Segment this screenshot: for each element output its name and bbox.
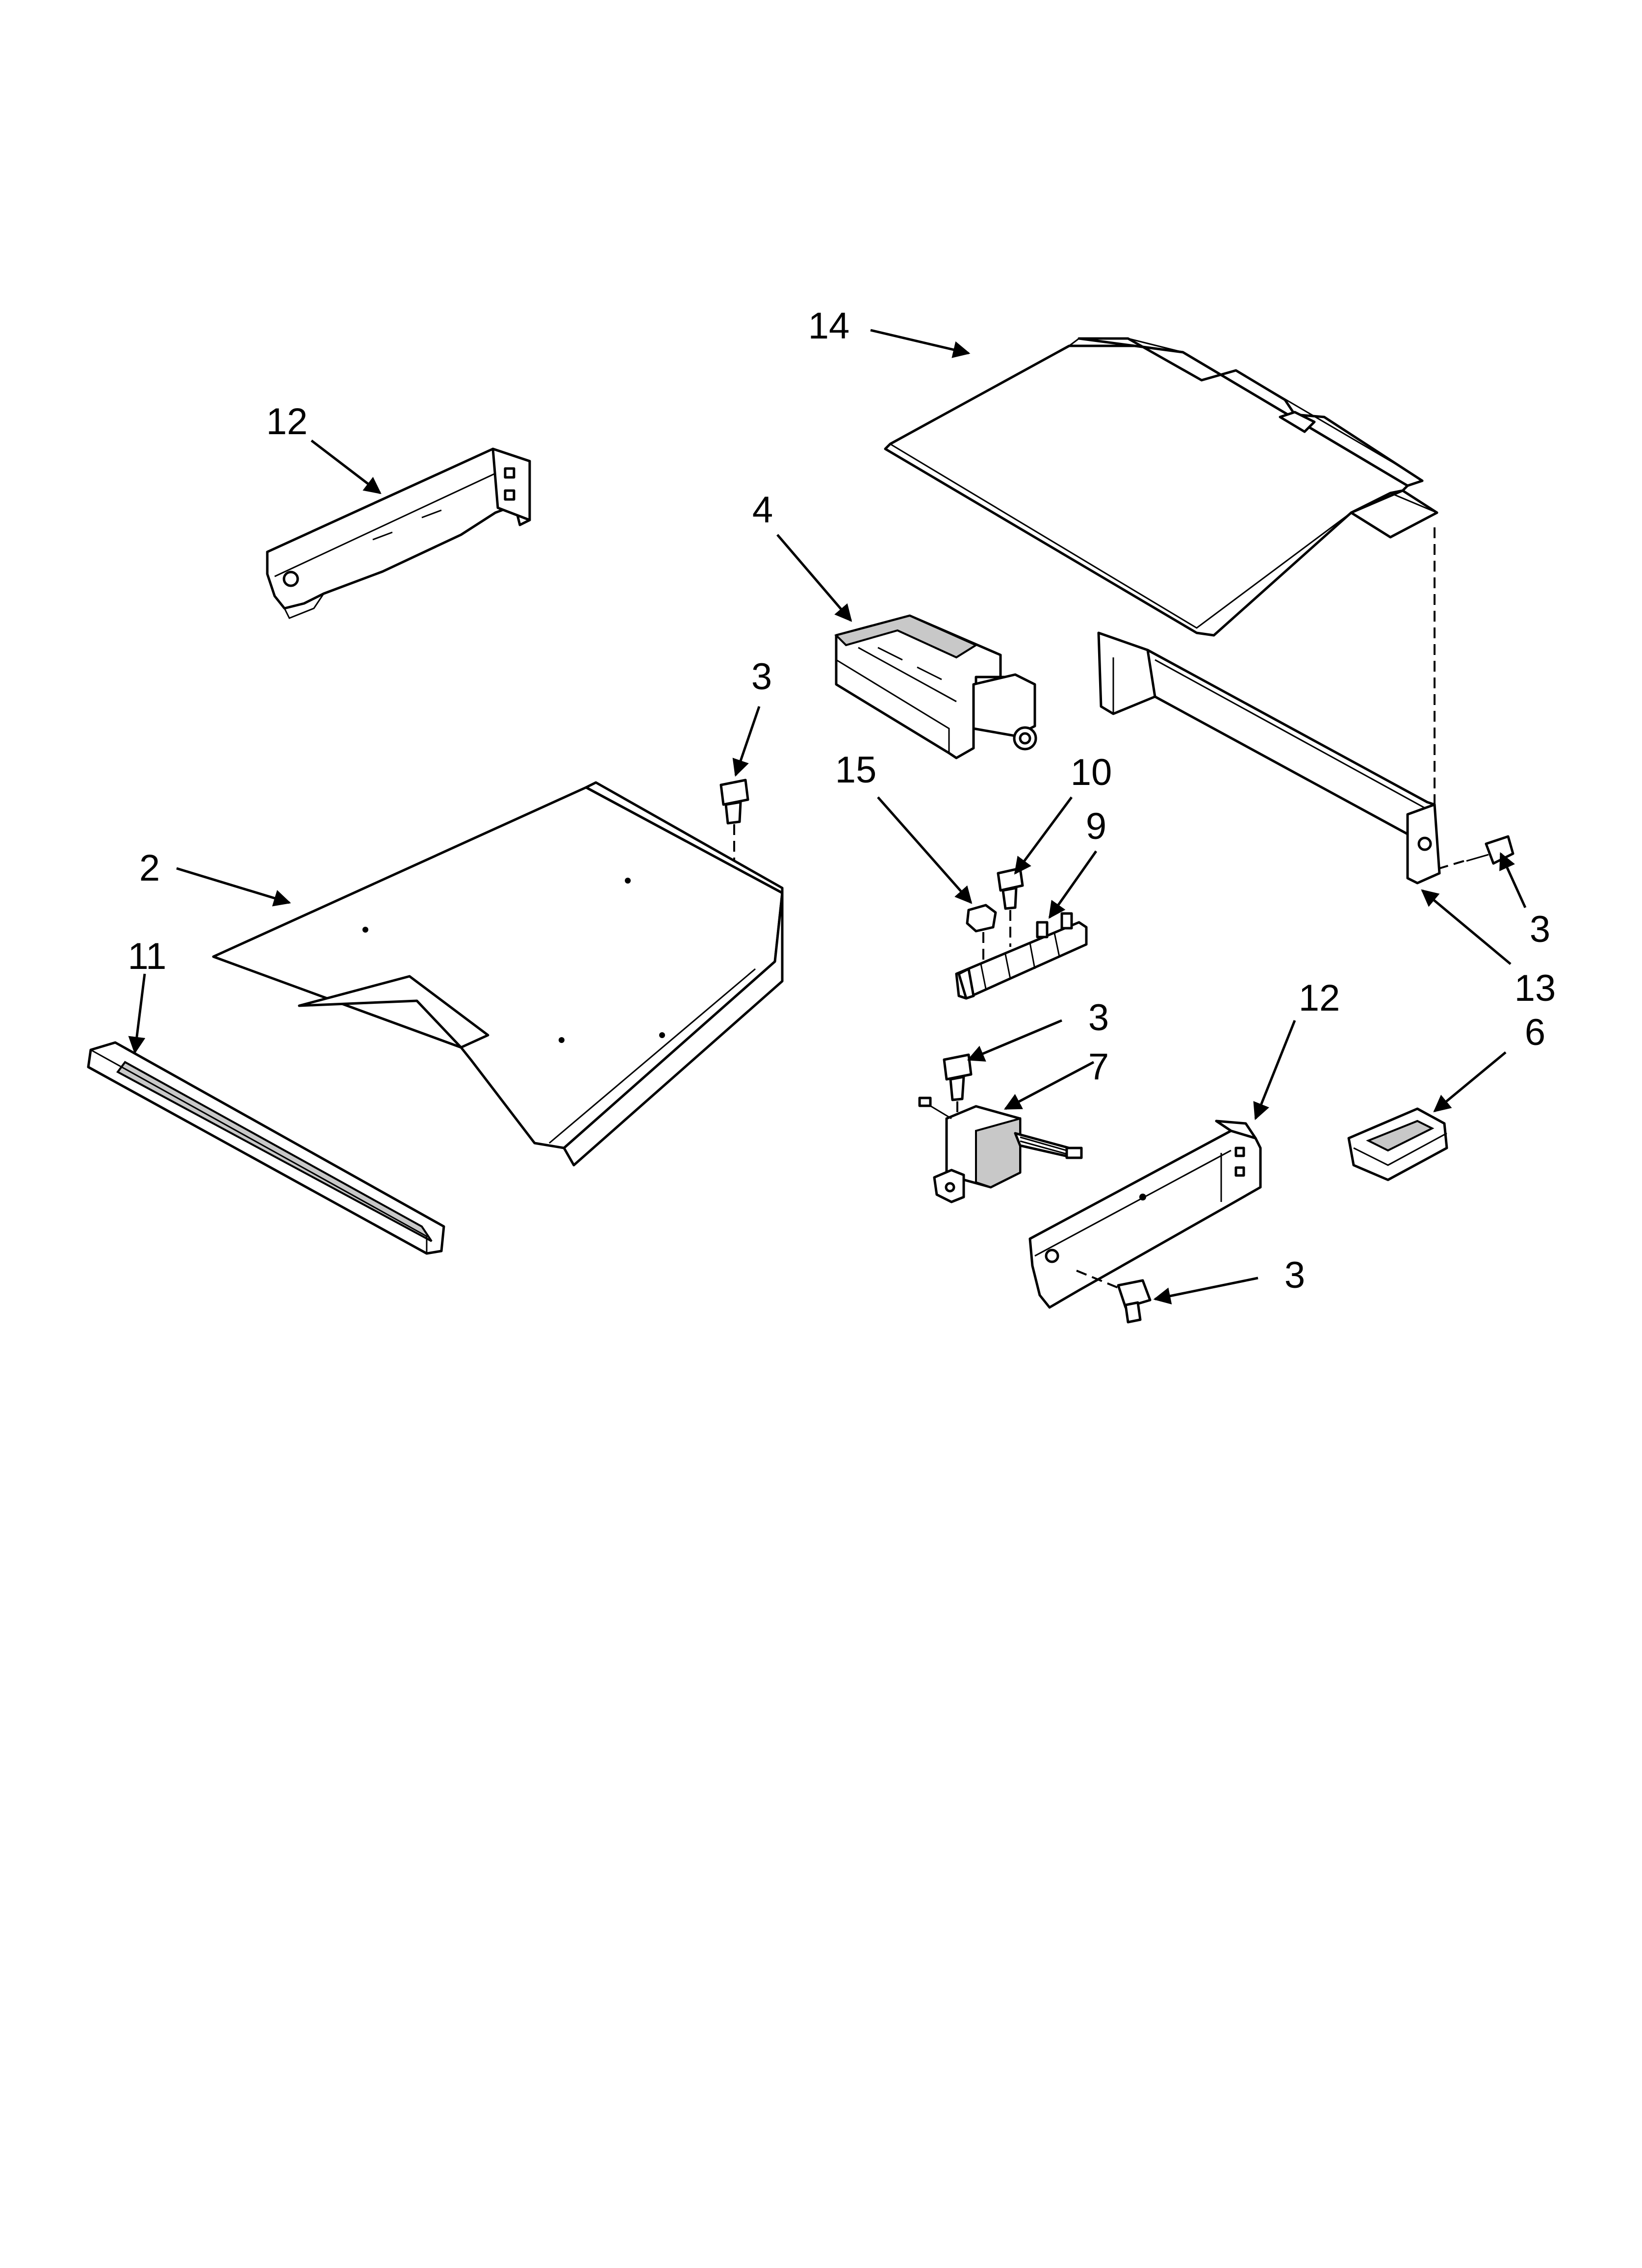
callout-12-upper: 12	[266, 401, 308, 443]
callout-15: 15	[835, 749, 877, 791]
callout-3-upper: 3	[751, 656, 772, 698]
part-12-bracket-lower	[1028, 1120, 1262, 1309]
screw-icon-3-lower	[1076, 1270, 1152, 1324]
part-9-terminal-block	[955, 912, 1088, 1000]
part-11-rail	[87, 1041, 445, 1255]
leader-lines	[128, 329, 1527, 1304]
callout-7: 7	[1088, 1046, 1109, 1088]
callout-10: 10	[1071, 752, 1112, 793]
part-13-side-rail	[1097, 527, 1441, 885]
part-4-latch-assembly	[834, 614, 1037, 759]
callout-3-lower: 3	[1284, 1254, 1305, 1296]
callout-4: 4	[752, 489, 773, 531]
part-10-screw	[997, 867, 1024, 947]
callout-2: 2	[139, 847, 160, 889]
callout-12-lower: 12	[1299, 977, 1340, 1019]
callout-labels: 14 12 4 3 15 10 9 2 11 3 13 6 3 7 12 3	[128, 305, 1556, 1296]
screw-icon-13	[1439, 835, 1514, 869]
callout-3-transformer: 3	[1088, 997, 1109, 1039]
callout-13: 13	[1514, 967, 1556, 1009]
callout-3-right: 3	[1530, 909, 1550, 950]
callout-11: 11	[128, 936, 167, 977]
part-14-top-cover	[884, 337, 1438, 637]
screw-icon-3-upper	[719, 779, 749, 981]
callout-14: 14	[808, 305, 850, 347]
part-12-bracket-upper	[266, 447, 531, 619]
part-7-transformer	[918, 1096, 1083, 1203]
part-15-nut	[966, 904, 997, 969]
part-2-large-panel	[212, 781, 784, 1167]
callout-9: 9	[1086, 806, 1106, 847]
part-6-clip	[1347, 1107, 1448, 1181]
callout-6: 6	[1525, 1012, 1545, 1053]
